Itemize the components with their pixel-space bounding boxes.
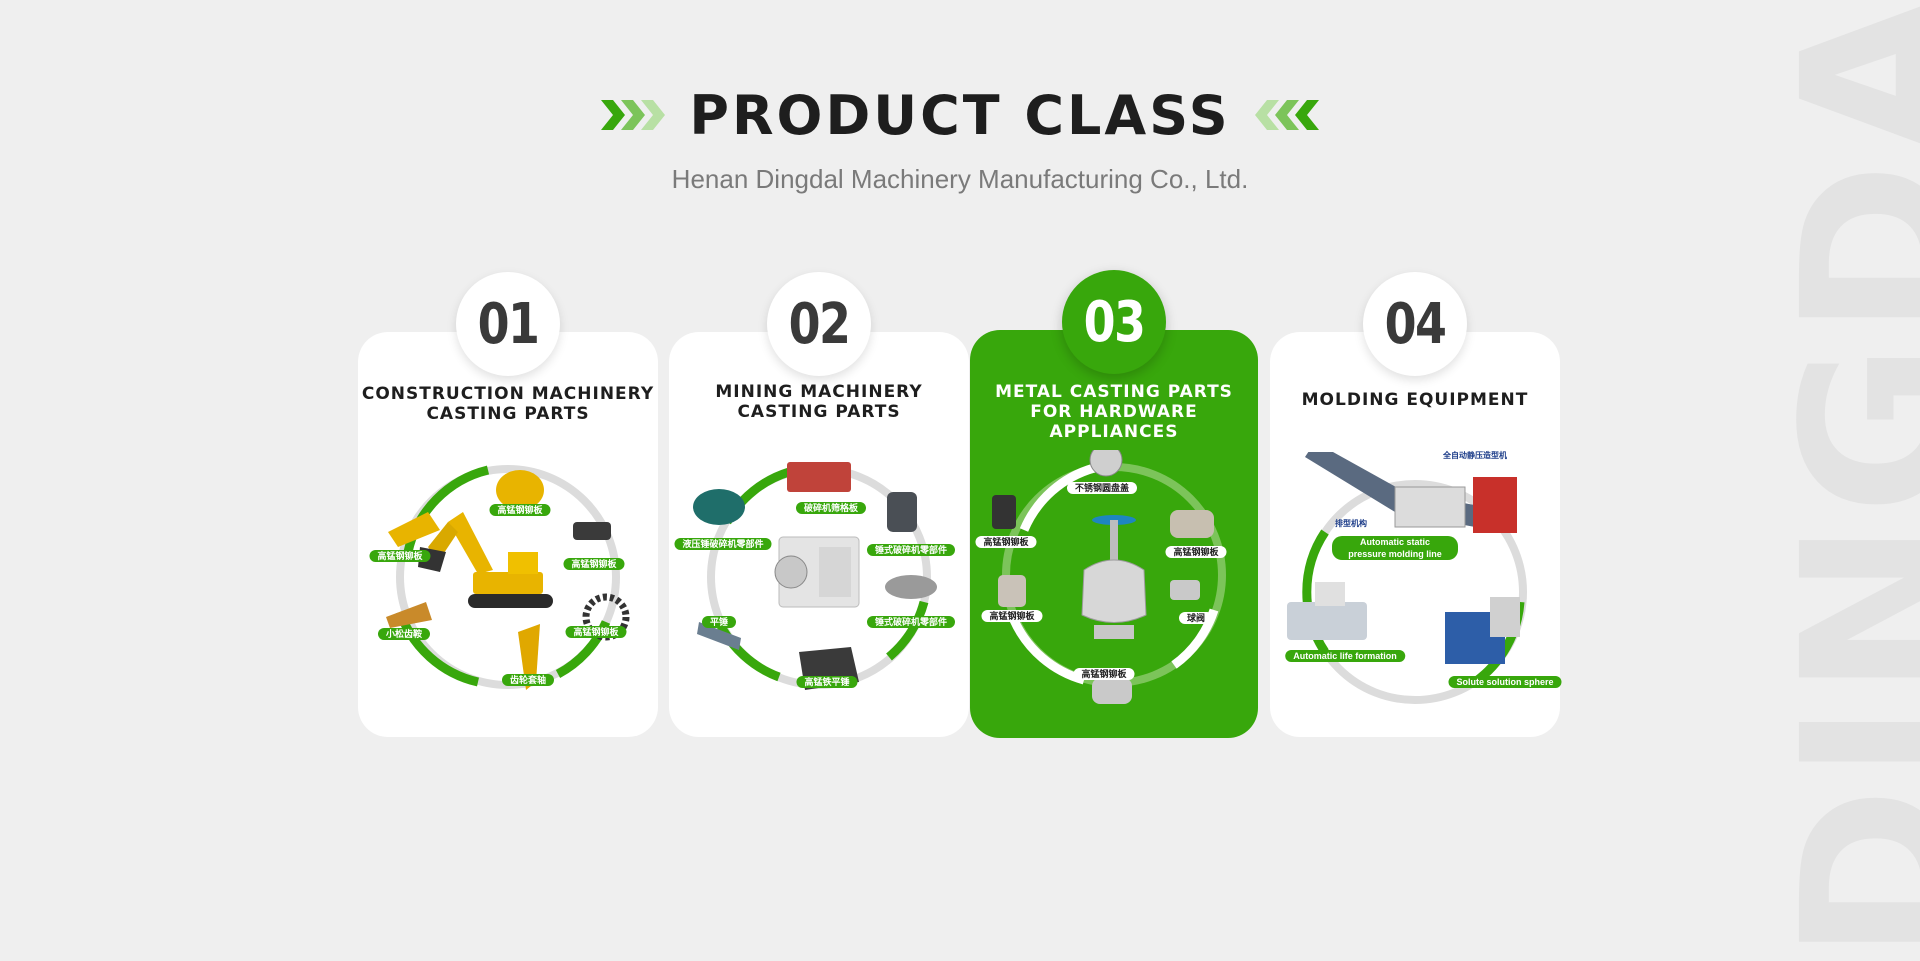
part-label: 锤式破碎机零部件 xyxy=(867,544,955,556)
part-label: 平锤 xyxy=(702,616,736,628)
part-label: 破碎机筛格板 xyxy=(796,502,866,514)
part-label: 齿轮套轴 xyxy=(502,674,554,686)
product-class-cards: 01 CONSTRUCTION MACHINERY CASTING PARTS xyxy=(358,272,1560,737)
product-card-molding[interactable]: 04 MOLDING EQUIPMENT xyxy=(1270,332,1560,737)
part-label: 高锰钢铆板 xyxy=(489,504,550,516)
part-label: 高锰钢铆板 xyxy=(1165,546,1226,558)
part-label: 高锰钢铆板 xyxy=(563,558,624,570)
excavator-image xyxy=(418,512,553,608)
mining-parts-illustration: 破碎机筛格板 液压锤破碎机零部件 锤式破碎机零部件 锤式破碎机零部件 平锤 高锰… xyxy=(679,452,959,727)
company-subtitle: Henan Dingdal Machinery Manufacturing Co… xyxy=(0,164,1920,195)
card-title: CONSTRUCTION MACHINERY CASTING PARTS xyxy=(358,384,658,424)
part-label: 高锰钢铆板 xyxy=(975,536,1036,548)
card-title-line: CONSTRUCTION MACHINERY xyxy=(358,384,658,404)
part-label: Solute solution sphere xyxy=(1448,676,1561,688)
part-label: Automatic static pressure molding line xyxy=(1332,536,1458,560)
chevron-left-icon xyxy=(1253,98,1319,132)
card-number: 02 xyxy=(789,292,850,357)
part-label: 高锰钢铆板 xyxy=(981,610,1042,622)
part-label: 高锰钢铆板 xyxy=(369,550,430,562)
part-label: 锤式破碎机零部件 xyxy=(867,616,955,628)
sphere-machine-image xyxy=(1445,597,1520,664)
part-label: 小松齿鞍 xyxy=(378,628,430,640)
product-card-mining[interactable]: 02 MINING MACHINERY CASTING PARTS xyxy=(669,332,969,737)
chevron-right-icon xyxy=(601,98,667,132)
card-number: 01 xyxy=(478,292,539,357)
part-label: 全自动静压造型机 xyxy=(1435,450,1515,462)
product-card-construction[interactable]: 01 CONSTRUCTION MACHINERY CASTING PARTS xyxy=(358,332,658,737)
part-label: 液压锤破碎机零部件 xyxy=(674,538,771,550)
part-label: 高锰铁平锤 xyxy=(796,676,857,688)
card-number: 04 xyxy=(1385,292,1446,357)
part-label: 高锰钢铆板 xyxy=(565,626,626,638)
construction-parts-illustration: 高锰钢铆板 高锰钢铆板 高锰钢铆板 高锰钢铆板 小松齿鞍 齿轮套轴 xyxy=(368,452,648,727)
card-number-badge: 02 xyxy=(767,272,871,376)
part-label: Automatic life formation xyxy=(1285,650,1405,662)
hardware-parts-illustration: 不锈钢圆盘盖 高锰钢铆板 高锰钢铆板 高锰钢铆板 球阀 高锰钢铆板 xyxy=(974,450,1254,725)
valve-image xyxy=(1082,515,1146,639)
molding-equipment-illustration: 全自动静压造型机 Automatic static pressure moldi… xyxy=(1275,452,1555,727)
part-label: 球阀 xyxy=(1179,612,1213,624)
card-number-badge: 04 xyxy=(1363,272,1467,376)
section-header: PRODUCT CLASS Henan Dingdal Machinery Ma… xyxy=(0,80,1920,195)
page-title: PRODUCT CLASS xyxy=(689,84,1230,147)
part-label: 排型机构 xyxy=(1327,518,1375,530)
card-number-badge: 01 xyxy=(456,272,560,376)
card-title-line: CASTING PARTS xyxy=(669,402,969,422)
title-row: PRODUCT CLASS xyxy=(0,80,1920,150)
card-title-line: FOR HARDWARE APPLIANCES xyxy=(970,402,1258,442)
crusher-image xyxy=(775,537,859,607)
part-label: 不锈钢圆盘盖 xyxy=(1067,482,1137,494)
card-title: MINING MACHINERY CASTING PARTS xyxy=(669,382,969,422)
formation-machine-image xyxy=(1287,582,1367,640)
card-title-line: METAL CASTING PARTS xyxy=(970,382,1258,402)
card-title-line: MOLDING EQUIPMENT xyxy=(1270,390,1560,410)
card-number: 03 xyxy=(1084,290,1145,355)
card-number-badge: 03 xyxy=(1062,270,1166,374)
product-card-hardware[interactable]: 03 METAL CASTING PARTS FOR HARDWARE APPL… xyxy=(970,330,1258,738)
card-title-line: CASTING PARTS xyxy=(358,404,658,424)
card-title: METAL CASTING PARTS FOR HARDWARE APPLIAN… xyxy=(970,382,1258,442)
card-title-line: MINING MACHINERY xyxy=(669,382,969,402)
card-title: MOLDING EQUIPMENT xyxy=(1270,390,1560,410)
part-label: 高锰钢铆板 xyxy=(1073,668,1134,680)
